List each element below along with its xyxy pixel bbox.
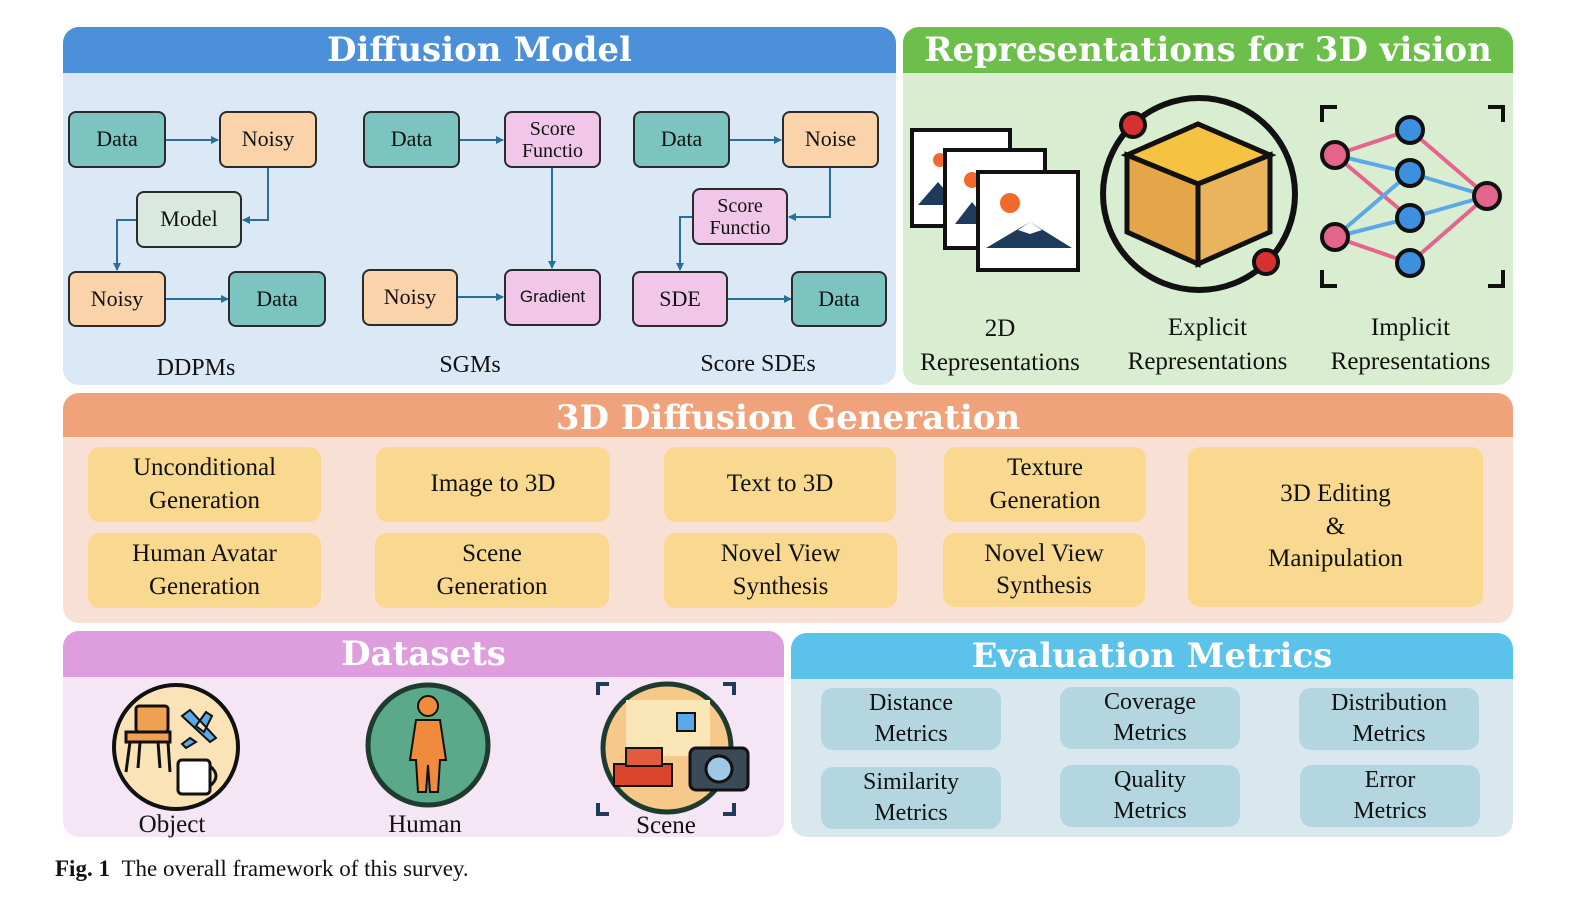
metric-distance: Distance Metrics <box>821 688 1001 750</box>
metric-quality: Quality Metrics <box>1060 765 1240 827</box>
gen-text-to-3d: Text to 3D <box>664 447 896 522</box>
generation-title: 3D Diffusion Generation <box>63 393 1513 438</box>
ddpm-model-box: Model <box>136 191 242 248</box>
caption-text: The overall framework of this survey. <box>121 856 469 881</box>
datasets-title: Datasets <box>63 631 784 677</box>
sgms-label: SGMs <box>439 352 501 378</box>
metrics-title: Evaluation Metrics <box>791 633 1513 679</box>
ddpm-noisy-box: Noisy <box>219 111 317 168</box>
sgm-score-box: Score Functio <box>504 111 601 168</box>
repr-2d-label: 2D Representations <box>920 315 1080 376</box>
ddpm-data-box-2: Data <box>228 271 326 327</box>
score-sdes-label: Score SDEs <box>700 351 816 377</box>
sde-data-box: Data <box>633 111 730 168</box>
representations-title: Representations for 3D vision <box>903 27 1513 73</box>
gen-unconditional: Unconditional Generation <box>88 447 321 522</box>
gen-3d-editing: 3D Editing & Manipulation <box>1188 447 1483 607</box>
image-stack-icon <box>910 128 1080 272</box>
ddpms-label: DDPMs <box>156 355 236 381</box>
metric-distribution: Distribution Metrics <box>1299 688 1479 750</box>
sgm-noisy-box: Noisy <box>362 269 458 326</box>
sde-box: SDE <box>632 271 728 327</box>
sde-data-box-2: Data <box>791 271 887 327</box>
gen-novel-view-2: Novel View Synthesis <box>943 533 1145 607</box>
gen-novel-view: Novel View Synthesis <box>664 533 897 608</box>
metric-coverage: Coverage Metrics <box>1060 687 1240 749</box>
caption-label: Fig. 1 <box>55 856 110 881</box>
cube-orbit-icon <box>1100 95 1298 293</box>
sde-score-box: Score Functio <box>692 188 788 245</box>
repr-explicit-label: Explicit Representations <box>1127 314 1288 375</box>
gen-human-avatar: Human Avatar Generation <box>88 533 321 608</box>
human-icon <box>365 682 491 808</box>
dataset-scene-label: Scene <box>636 812 696 839</box>
diffusion-model-title: Diffusion Model <box>63 27 896 73</box>
arrow-sde-score-sde <box>676 216 692 271</box>
neural-network-icon <box>1320 105 1505 288</box>
metric-similarity: Similarity Metrics <box>821 767 1001 829</box>
scene-icon <box>596 681 750 816</box>
gen-texture: Texture Generation <box>944 447 1146 522</box>
gen-scene: Scene Generation <box>375 533 609 608</box>
ddpm-noisy-box-2: Noisy <box>68 271 166 327</box>
metric-error: Error Metrics <box>1300 765 1480 827</box>
sde-noise-box: Noise <box>782 111 879 168</box>
object-icon <box>112 683 240 811</box>
arrow-sde-noise-score <box>788 168 831 221</box>
arrow-ddpm-model-noisy <box>113 219 136 271</box>
ddpm-data-box: Data <box>68 111 166 168</box>
arrow-ddpm-noisy-model <box>242 168 269 224</box>
figure-caption: Fig. 1 The overall framework of this sur… <box>55 856 469 882</box>
dataset-human-label: Human <box>388 811 462 838</box>
sgm-gradient-box: Gradient <box>504 269 601 326</box>
dataset-object-label: Object <box>138 811 206 838</box>
repr-implicit-label: Implicit Representations <box>1330 314 1491 375</box>
sgm-data-box: Data <box>363 111 460 168</box>
gen-image-to-3d: Image to 3D <box>376 447 610 522</box>
